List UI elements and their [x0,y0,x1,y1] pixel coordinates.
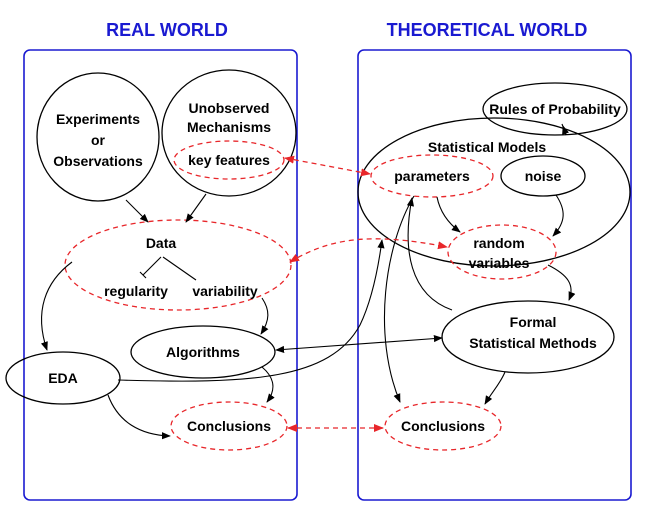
noise-label: noise [525,168,562,184]
formal-methods-node: Formal Statistical Methods [441,300,615,374]
data-branch-regularity [139,256,162,279]
arrow-rules-down [562,125,569,136]
formal-methods-label-2: Statistical Methods [469,335,597,351]
parameters-label: parameters [394,168,470,184]
arrow-random-to-formal [547,264,576,301]
data-label: Data [146,235,177,251]
experiments-node: Experiments or Observations [36,72,160,202]
real-world-header: REAL WORLD [106,20,228,40]
arrow-data-to-algorithms [260,297,269,335]
rules-label: Rules of Probability [489,101,621,117]
statistical-models-node: Statistical Models [357,117,631,267]
variability-label: variability [192,283,258,299]
theory-conclusions-label: Conclusions [401,418,485,434]
theoretical-world-panel [357,49,632,501]
key-features-label: key features [188,152,270,168]
noise-node: noise [500,155,586,197]
experiments-label-2: or [91,132,106,148]
real-conclusions-node: Conclusions [170,401,288,451]
arrow-data-to-eda [40,261,73,351]
eda-node: EDA [5,351,121,405]
red-arrow-keyfeatures-parameters [284,155,371,177]
arrow-formal-to-theory-conclusions [484,371,506,405]
eda-label: EDA [48,370,78,386]
theoretical-world-header: THEORETICAL WORLD [387,20,588,40]
data-branch-variability [162,256,197,281]
arrow-algorithms-to-conclusions [261,366,275,403]
arrow-unobserved-to-data [185,193,207,223]
real-world-panel [23,49,298,501]
arrow-formal-to-parameters [406,197,453,311]
key-features-node: key features [173,140,285,180]
arrow-parameters-to-theory-conclusions [383,195,415,403]
rules-of-probability-node: Rules of Probability [482,82,628,136]
real-conclusions-label: Conclusions [187,418,271,434]
unobserved-label-2: Mechanisms [187,119,271,135]
theory-conclusions-node: Conclusions [384,401,502,451]
red-arrow-data-random-variables [289,238,448,263]
unobserved-label-1: Unobserved [189,100,270,116]
arrow-algorithms-formal-methods [275,334,443,354]
algorithms-node: Algorithms [130,325,276,379]
arrow-eda-to-conclusions [107,394,171,440]
arrow-experiments-to-data [125,199,149,223]
arrow-parameters-to-random [436,196,461,233]
regularity-label: regularity [104,283,168,299]
unobserved-mechanisms-node: Unobserved Mechanisms [161,69,297,197]
arrow-noise-to-random [552,194,564,237]
experiments-label-3: Observations [53,153,143,169]
parameters-node: parameters [370,154,494,198]
algorithms-label: Algorithms [166,344,240,360]
statistical-models-label: Statistical Models [428,139,546,155]
random-variables-label-1: random [473,235,524,251]
experiments-label-1: Experiments [56,111,140,127]
formal-methods-label-1: Formal [510,314,557,330]
random-variables-node: random variables [447,224,557,280]
data-node: Data regularity variability [64,219,292,311]
random-variables-label-2: variables [469,255,530,271]
